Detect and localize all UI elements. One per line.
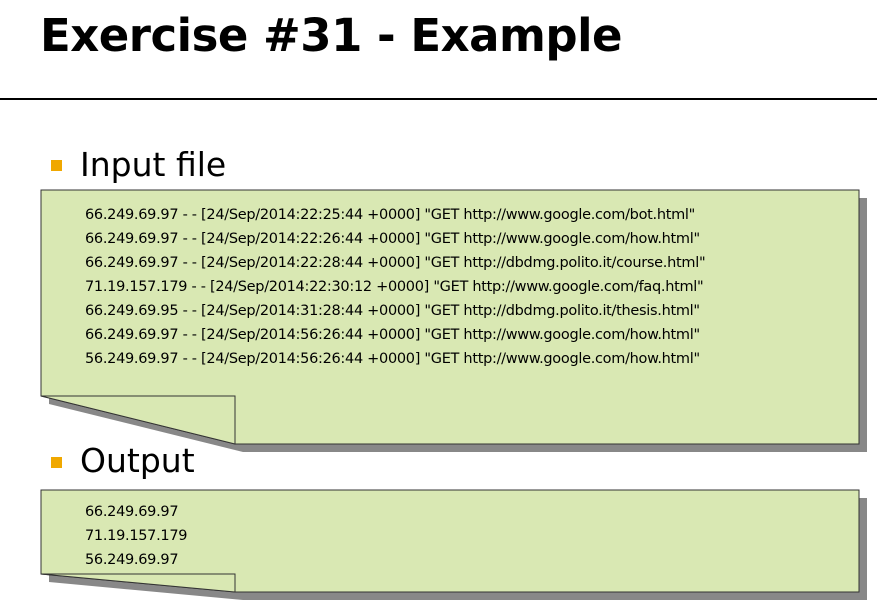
output-note: 66.249.69.97 71.19.157.179 56.249.69.97 xyxy=(40,489,871,602)
input-lines: 66.249.69.97 - - [24/Sep/2014:22:25:44 +… xyxy=(85,203,706,371)
input-line: 56.249.69.97 - - [24/Sep/2014:56:26:44 +… xyxy=(85,351,700,367)
input-note-shape xyxy=(40,189,867,452)
output-note-shape xyxy=(40,489,867,600)
output-lines: 66.249.69.97 71.19.157.179 56.249.69.97 xyxy=(85,500,187,572)
input-line: 71.19.157.179 - - [24/Sep/2014:22:30:12 … xyxy=(85,279,704,295)
input-heading: Input file xyxy=(80,145,227,184)
input-line: 66.249.69.95 - - [24/Sep/2014:31:28:44 +… xyxy=(85,303,700,319)
output-heading: Output xyxy=(80,441,195,480)
title-divider xyxy=(0,98,877,100)
input-file-note: 66.249.69.97 - - [24/Sep/2014:22:25:44 +… xyxy=(40,189,871,455)
input-line: 66.249.69.97 - - [24/Sep/2014:22:25:44 +… xyxy=(85,207,696,223)
output-line: 66.249.69.97 xyxy=(85,504,179,520)
input-bullet-icon xyxy=(51,160,62,171)
input-line: 66.249.69.97 - - [24/Sep/2014:22:28:44 +… xyxy=(85,255,706,271)
output-line: 71.19.157.179 xyxy=(85,528,188,544)
input-line: 66.249.69.97 - - [24/Sep/2014:22:26:44 +… xyxy=(85,231,700,247)
slide-title: Exercise #31 - Example xyxy=(40,9,623,62)
output-bullet-icon xyxy=(51,457,62,468)
input-line: 66.249.69.97 - - [24/Sep/2014:56:26:44 +… xyxy=(85,327,700,343)
output-line: 56.249.69.97 xyxy=(85,552,179,568)
